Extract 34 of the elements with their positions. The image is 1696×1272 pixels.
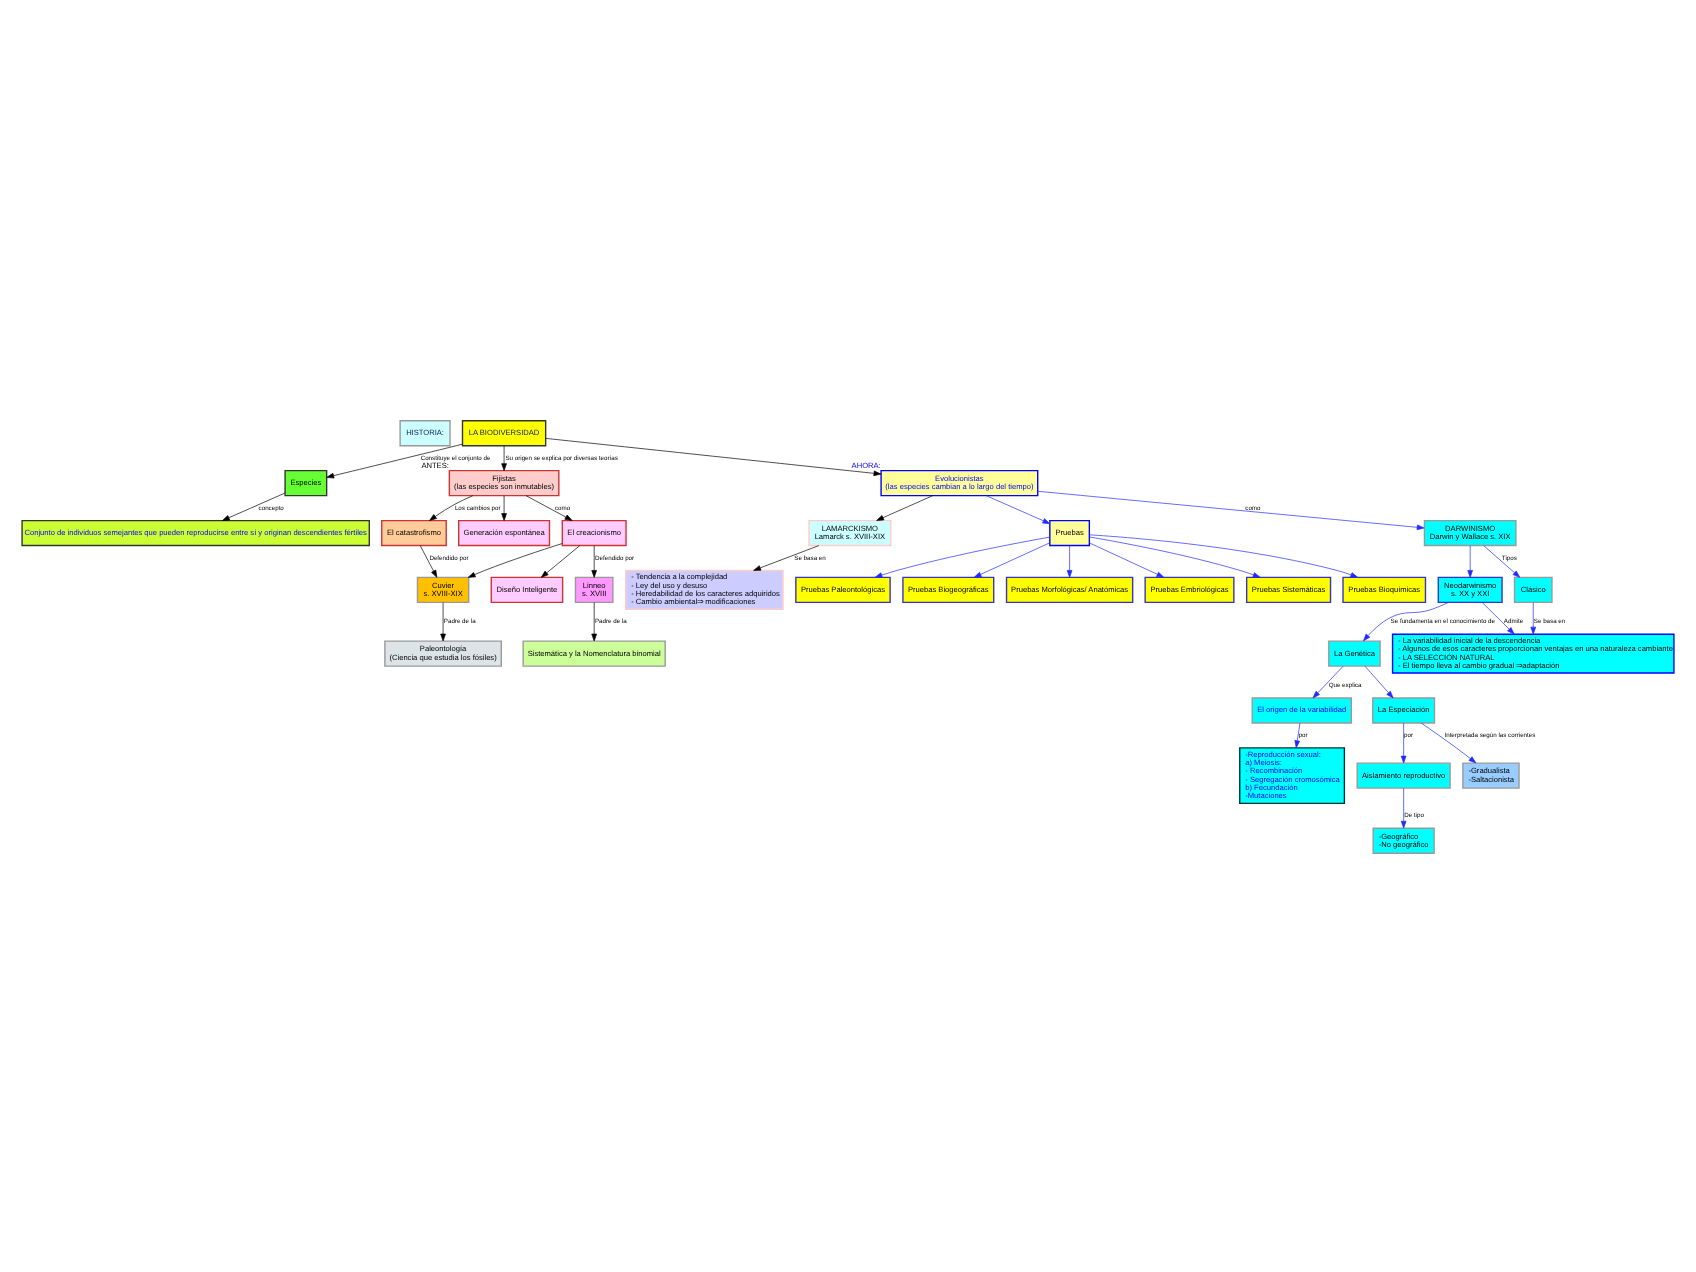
arrow	[1312, 665, 1344, 698]
arrow	[876, 494, 933, 520]
arrow	[419, 544, 438, 577]
arrow	[973, 541, 1051, 577]
arrow	[591, 601, 597, 641]
arrow	[525, 494, 573, 520]
arrow	[591, 544, 597, 577]
arrow	[222, 491, 286, 520]
arrow	[1530, 601, 1536, 634]
arrow	[1066, 544, 1073, 577]
arrow	[1364, 665, 1394, 698]
arrow	[1483, 544, 1521, 577]
arrow	[1294, 721, 1301, 747]
arrow	[1363, 601, 1449, 641]
arrow	[1400, 721, 1407, 763]
arrow	[1420, 721, 1477, 763]
arrow	[429, 494, 474, 520]
arrow	[545, 437, 882, 476]
arrow	[440, 601, 446, 641]
arrow	[753, 544, 820, 570]
arrow	[874, 535, 1051, 577]
arrow	[540, 544, 580, 577]
arrow	[467, 542, 563, 577]
arrow	[986, 494, 1051, 523]
arrow	[1037, 489, 1425, 530]
arrow	[1089, 533, 1359, 577]
arrow	[326, 442, 463, 478]
arrow	[501, 444, 507, 470]
arrow	[1089, 535, 1261, 577]
arrow	[501, 494, 507, 520]
arrow	[1467, 544, 1473, 577]
arrow	[1089, 541, 1165, 577]
arrow	[1482, 601, 1515, 634]
arrow	[1400, 786, 1407, 828]
